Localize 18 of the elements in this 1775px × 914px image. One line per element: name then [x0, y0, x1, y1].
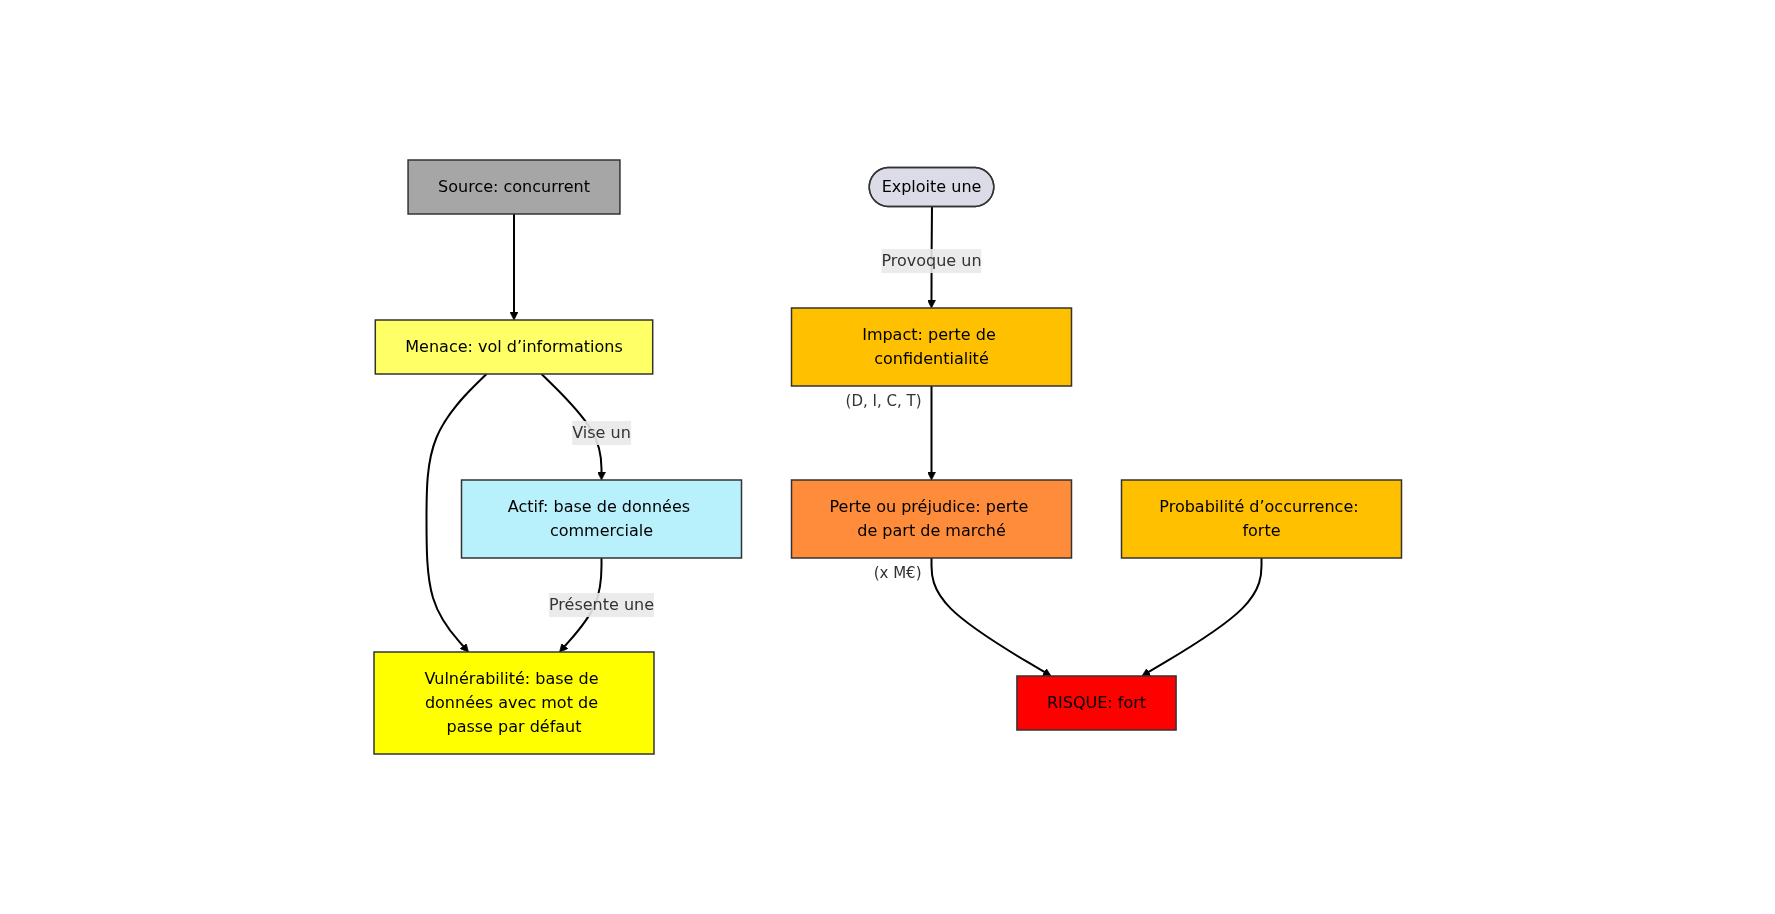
arrow: [1141, 557, 1263, 677]
edge-label: Vise un: [571, 423, 631, 442]
arrow: [930, 557, 1052, 677]
arrow: [926, 385, 936, 481]
arrow: [509, 213, 519, 321]
edge-label: Provoque un: [881, 251, 982, 270]
node-annotation: (x M€): [873, 564, 922, 582]
node-box: Menace: vol d’informations: [374, 319, 654, 375]
node-box: Probabilité d’occurrence: forte: [1120, 479, 1402, 559]
node-box: Perte ou préjudice: perte de part de marché: [790, 479, 1072, 559]
node-box: Actif: base de données commerciale: [460, 479, 742, 559]
node-box: Source: concurrent: [407, 159, 621, 215]
node-box: RISQUE: fort: [1015, 675, 1177, 731]
node-box: Impact: perte de confidentialité: [790, 307, 1072, 387]
node-box: Vulnérabilité: base de données avec mot de passe par défaut: [373, 651, 655, 755]
arrow: [425, 373, 488, 653]
edge-label: Présente une: [548, 595, 654, 614]
node-annotation: (D, I, C, T): [845, 392, 922, 410]
